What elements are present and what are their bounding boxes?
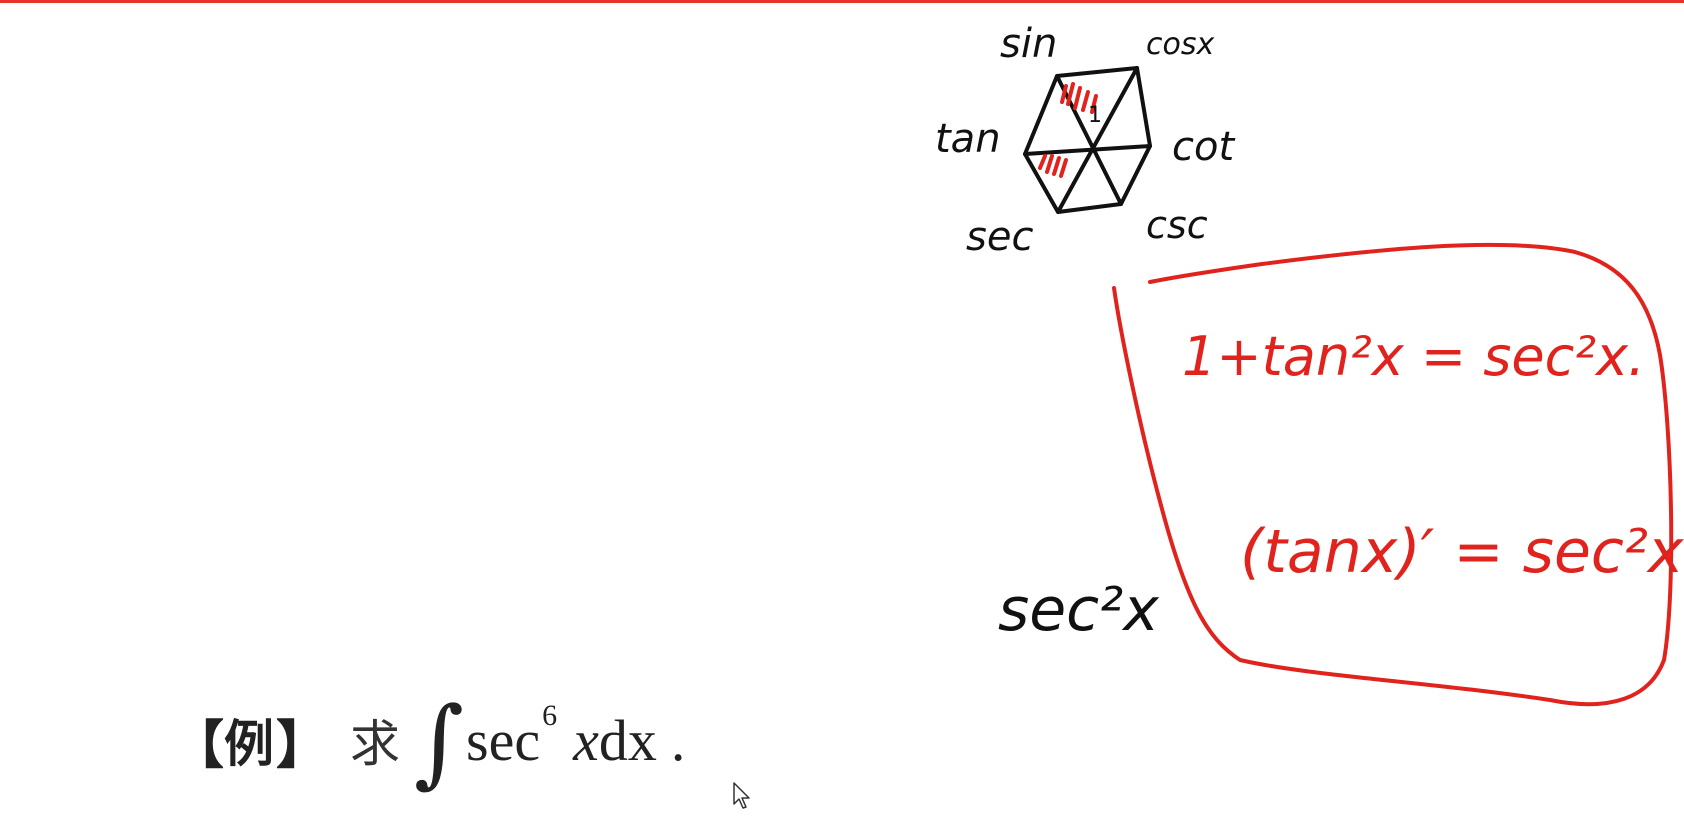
ask-word: 求: [350, 715, 401, 773]
top-border: [0, 0, 1684, 3]
example-word: 例: [224, 715, 277, 773]
integral-sign: ∫: [414, 686, 465, 798]
side-note-sec-squared: sec²x: [998, 575, 1159, 645]
label-csc: csc: [1146, 203, 1208, 247]
identity-line-1: 1+tan²x = sec²x.: [1182, 325, 1645, 388]
hexagon-diagonal-cos-sec: [1056, 66, 1139, 214]
differential: dx: [598, 707, 657, 773]
label-sin: sin: [1000, 21, 1057, 67]
variable: x: [573, 707, 599, 773]
identity-line-2: (tanx)′ = sec²x.: [1240, 517, 1684, 587]
label-cot: cot: [1172, 124, 1235, 170]
mouse-pointer-icon: [733, 782, 750, 809]
label-sec: sec: [966, 214, 1033, 260]
function-name: sec: [466, 707, 541, 773]
identity-box-outline: [1112, 242, 1674, 707]
open-bracket: 【: [172, 714, 225, 776]
example-problem: 【 例 】 求 ∫ sec 6 x dx .: [172, 690, 685, 790]
trig-hexagon-diagram: [1023, 66, 1152, 214]
hexagon-shading: [1038, 82, 1098, 178]
hexagon-diagonal-tan-cot: [1023, 144, 1152, 156]
ending-period: .: [670, 707, 686, 773]
exponent: 6: [542, 699, 558, 732]
center-number-label: 1: [1088, 103, 1102, 128]
close-bracket: 】: [276, 714, 329, 776]
label-cos: cosx: [1146, 27, 1214, 62]
label-tan: tan: [935, 116, 1001, 162]
